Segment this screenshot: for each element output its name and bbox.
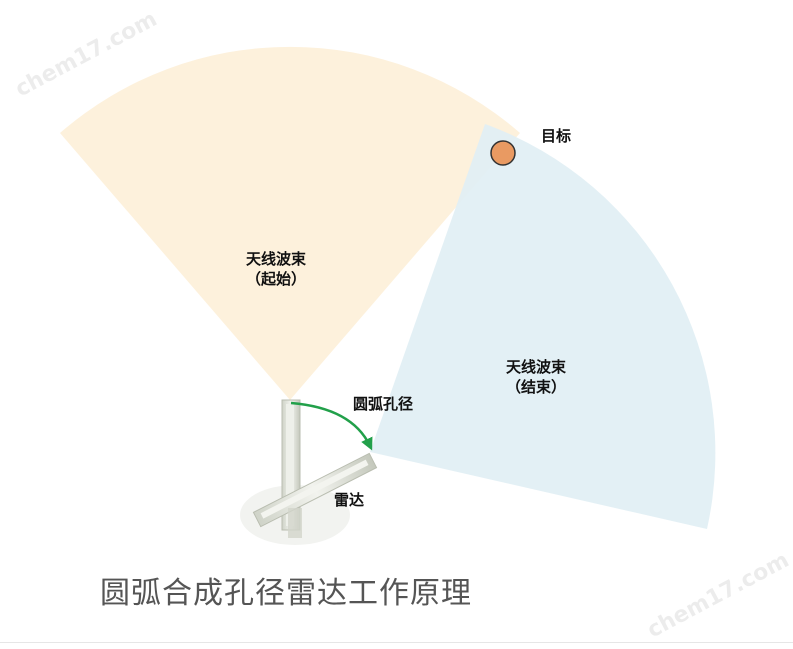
radar-device	[240, 399, 378, 545]
diagram-caption: 圆弧合成孔径雷达工作原理	[100, 576, 472, 611]
beam-start-label-line2: （起始）	[245, 270, 306, 288]
radar-label: 雷达	[334, 491, 365, 509]
beam-start-sector	[60, 46, 520, 401]
beam-end-label-line1: 天线波束	[505, 358, 566, 376]
bottom-divider	[0, 642, 793, 643]
target-label: 目标	[541, 127, 572, 145]
target-marker	[490, 140, 516, 166]
beam-start-label: 天线波束 （起始）	[236, 249, 316, 289]
beam-end-label-line2: （结束）	[505, 378, 566, 396]
arc-aperture-arrow	[290, 401, 373, 451]
beam-end-label: 天线波束 （结束）	[496, 357, 576, 397]
beam-end-sector	[370, 124, 716, 529]
beam-start-label-line1: 天线波束	[245, 250, 306, 268]
arc-aperture-label: 圆弧孔径	[353, 395, 414, 413]
